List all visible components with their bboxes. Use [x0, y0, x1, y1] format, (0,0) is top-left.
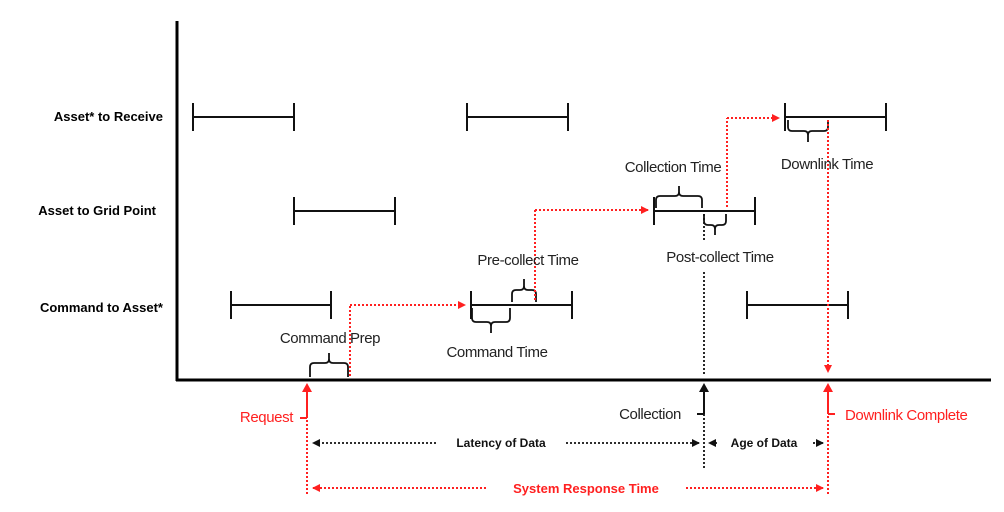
label-pre-collect-time: Pre-collect Time: [477, 252, 578, 269]
row-label-receive: Asset* to Receive: [54, 109, 163, 124]
flow-collect-path: [534, 210, 648, 300]
command-window-2: [470, 291, 573, 319]
post-collect-brace: [703, 214, 727, 235]
flow-downlink-path: [726, 118, 779, 207]
label-downlink-time: Downlink Time: [781, 156, 873, 173]
command-window-1: [230, 291, 332, 319]
span-system-response-time: System Response Time: [513, 481, 659, 496]
command-window-3: [746, 291, 849, 319]
label-command-prep: Command Prep: [280, 330, 380, 347]
receive-window-2: [466, 103, 569, 131]
event-request: Request: [240, 409, 294, 426]
label-collection-time: Collection Time: [625, 159, 722, 176]
downlink-time-brace: [787, 120, 829, 142]
pre-collect-brace: [511, 279, 537, 302]
request-marker: [300, 383, 312, 494]
downlink-complete-marker: [823, 383, 835, 494]
span-latency-of-data: Latency of Data: [456, 436, 546, 450]
command-prep-brace: [309, 353, 349, 377]
label-command-time: Command Time: [446, 344, 547, 361]
grid-window-1: [293, 197, 396, 225]
flow-prep-to-command: [349, 305, 465, 376]
receive-window-3: [784, 103, 887, 131]
collection-event-marker: [697, 383, 709, 415]
event-collection: Collection: [619, 406, 681, 423]
command-time-brace: [471, 308, 511, 333]
collection-time-brace: [655, 186, 703, 208]
row-label-grid: Asset to Grid Point: [38, 203, 156, 218]
row-label-command: Command to Asset*: [40, 300, 164, 315]
span-age-of-data: Age of Data: [731, 436, 798, 450]
event-downlink-complete: Downlink Complete: [845, 407, 967, 424]
label-post-collect-time: Post-collect Time: [666, 249, 773, 266]
receive-window-1: [192, 103, 295, 131]
